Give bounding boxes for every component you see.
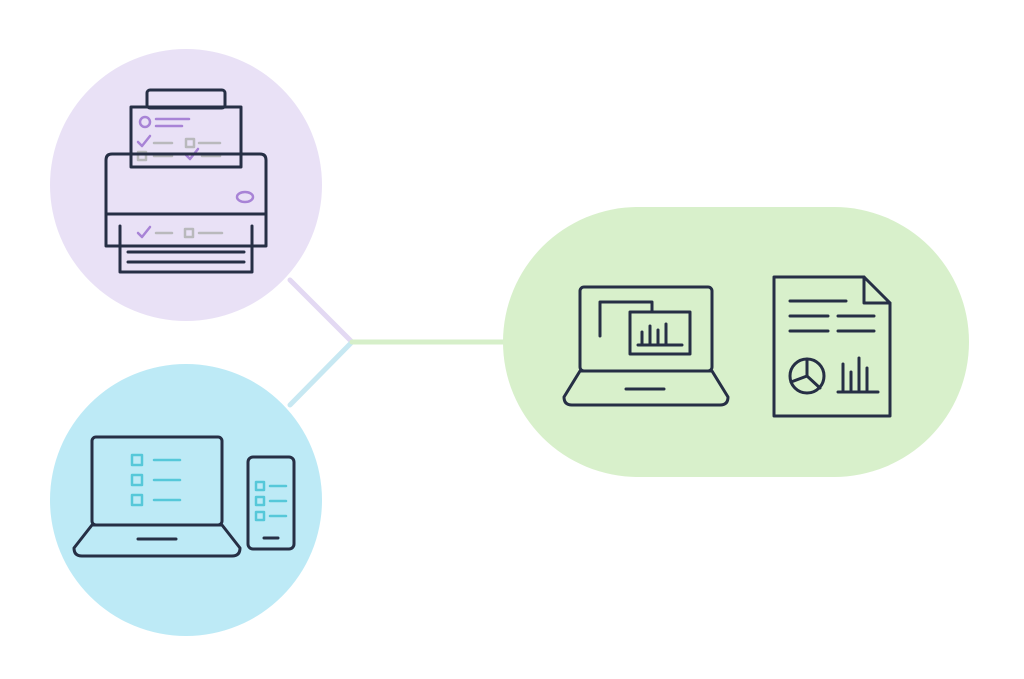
connector-scanner-to-junction bbox=[287, 277, 355, 345]
connector-devices-to-junction bbox=[287, 339, 355, 408]
connectors bbox=[287, 277, 518, 408]
report-document-icon bbox=[772, 275, 892, 418]
dashboard-bubble bbox=[503, 207, 969, 477]
laptop-and-phone-checklist-icon bbox=[72, 435, 296, 558]
devices-bubble bbox=[50, 364, 322, 636]
scanner-bubble bbox=[50, 49, 322, 321]
laptop-analytics-icon bbox=[562, 285, 730, 407]
document-scanner-icon bbox=[104, 88, 268, 274]
